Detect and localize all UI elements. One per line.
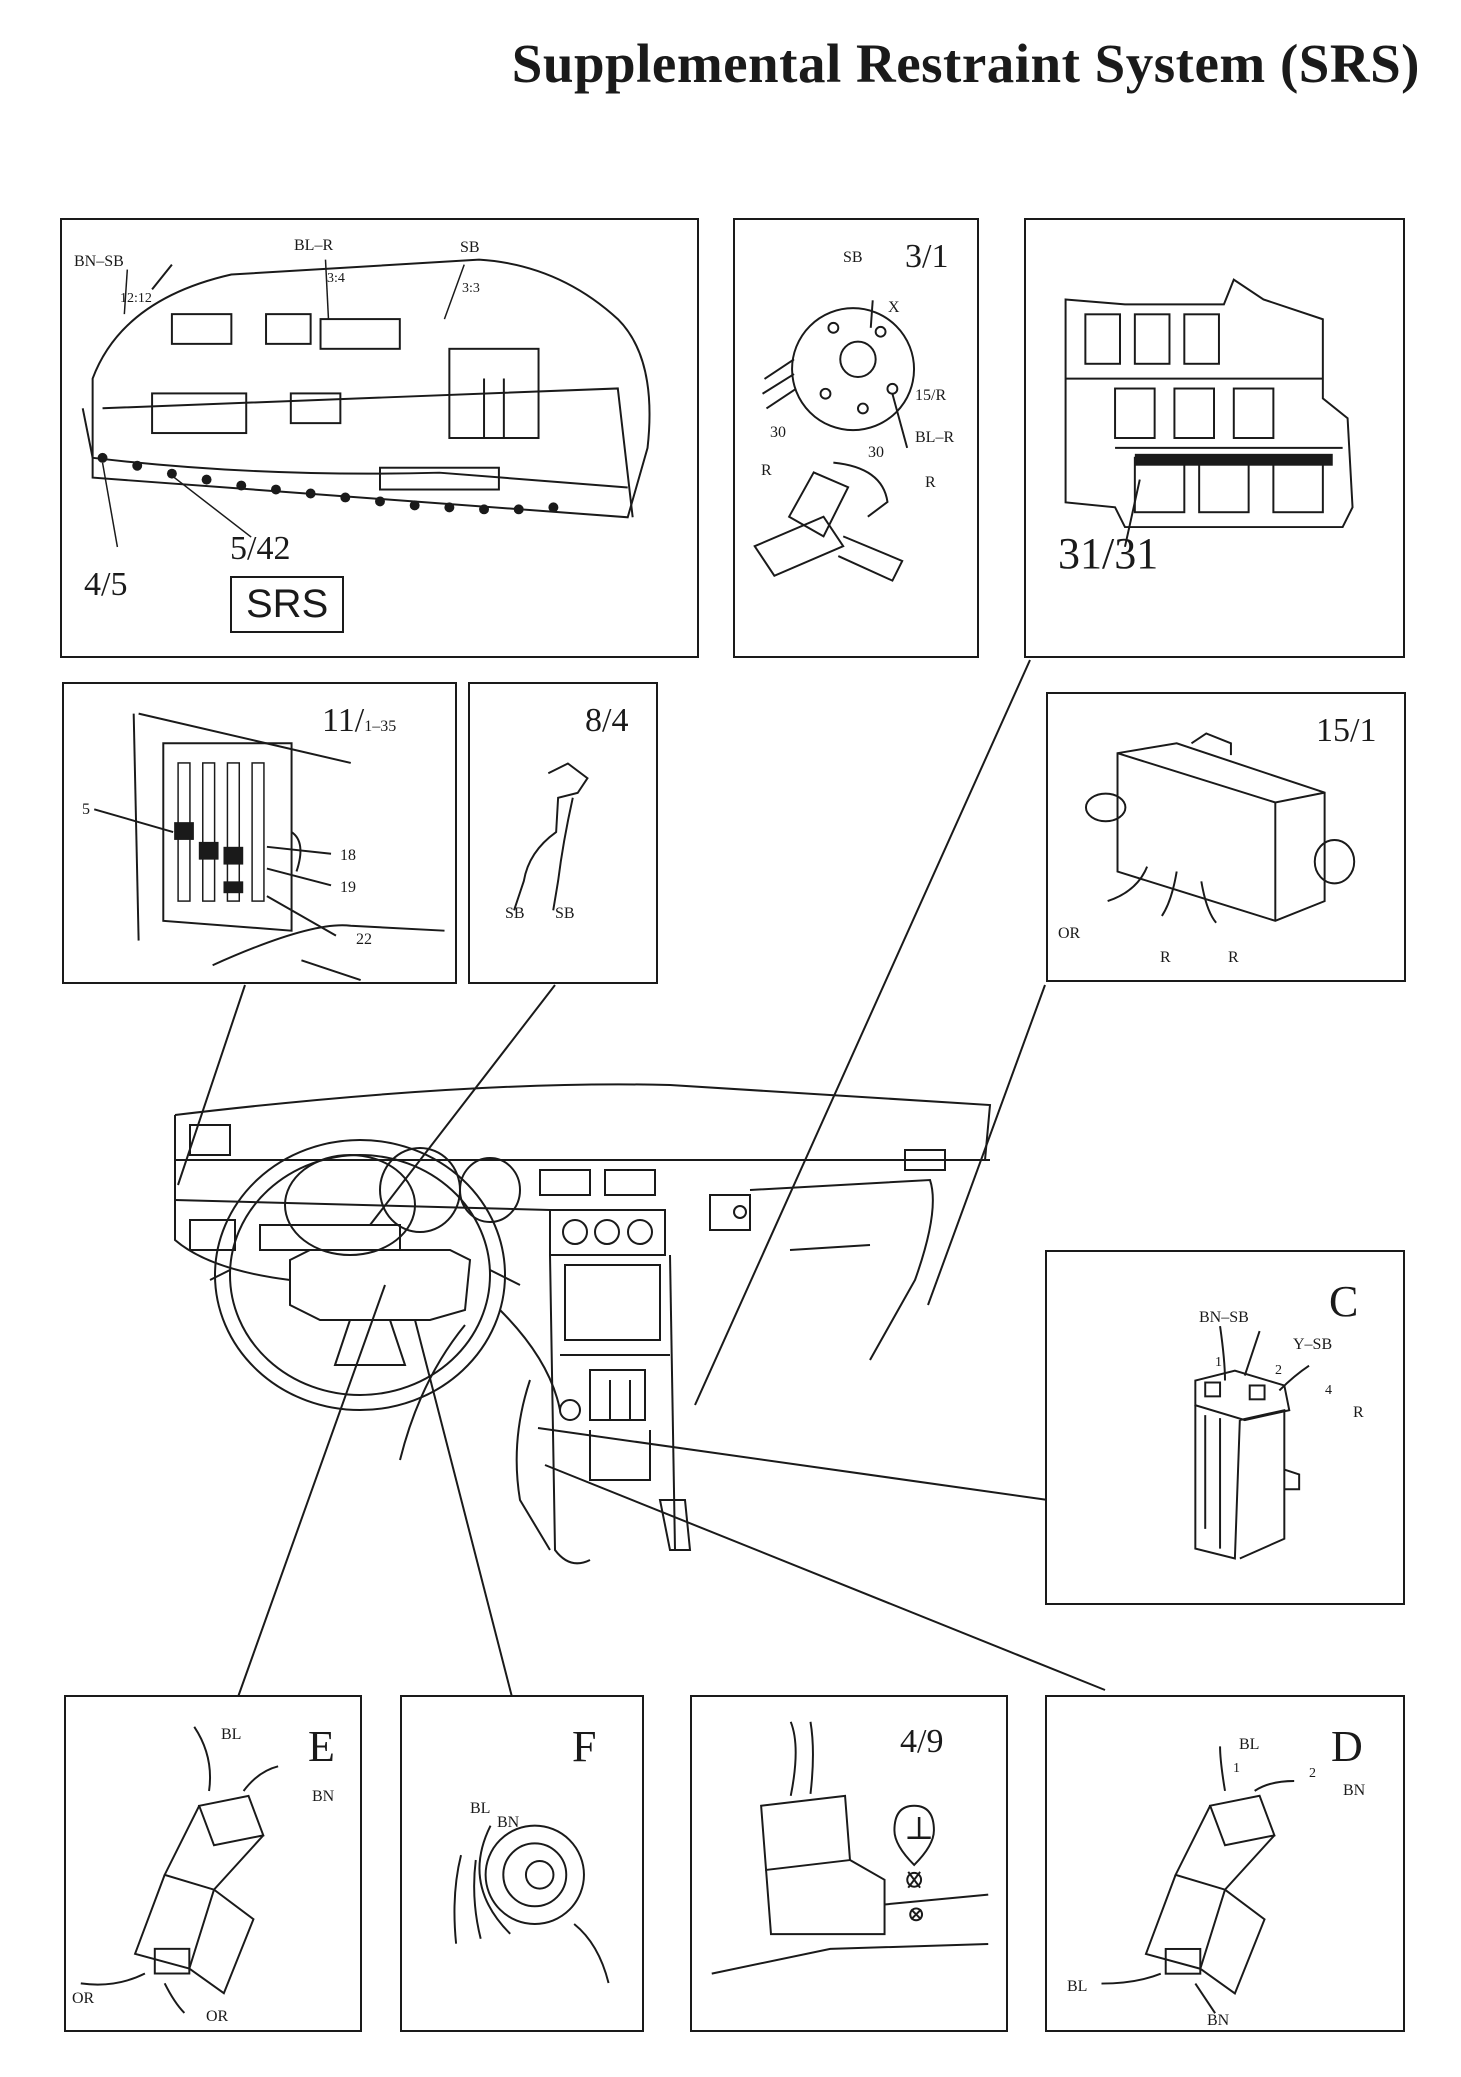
wire-label-bl-r: BL–R [294,237,334,254]
pin-label-2: 2 [1275,1363,1282,1378]
fuse-label-5: 5 [82,801,90,818]
ground-symbol-icon: ⊥ [904,1810,935,1846]
wire-label-bl: BL [470,1800,491,1817]
panel-connector-c: C BN–SB Y–SB R 1 2 4 [1045,1250,1405,1605]
fuse-box-id: 11/ [322,702,365,739]
panel-relay-board: 31/31 [1024,218,1405,658]
srs-control-unit-drawing [1084,732,1356,924]
wire-label-30-right: 30 [868,444,884,461]
component-id-11: 11/1–35 [322,704,396,738]
wire-label-or: OR [1058,925,1081,942]
connector-label-4-5: 4/5 [84,566,128,603]
connector-id-c: C [1329,1277,1359,1326]
wire-label-r: R [1353,1404,1364,1421]
wire-label-bl-r: BL–R [915,429,955,446]
dashboard-illustration [174,1083,992,1565]
wire-label-r-right: R [925,474,936,491]
connector-f-drawing [453,1824,610,1984]
connector-e-drawing [80,1726,279,2014]
instrument-cluster-drawing [81,258,651,548]
wire-label-30-left: 30 [770,424,786,441]
panel-ignition-switch: 3/1 SB X 15/R BL–R 30 R 30 R [733,218,979,658]
wire-label-or-bottom: OR [206,2008,229,2025]
wire-label-bn-top: BN [1343,1782,1366,1799]
wire-label-bn-bottom: BN [1207,2012,1230,2029]
component-id-15-1: 15/1 [1316,712,1377,749]
ground-point-drawing [711,1721,989,1975]
wire-label-bn: BN [312,1788,335,1805]
wire-label-sb-left: SB [505,905,525,922]
wire-label-sb: SB [460,239,480,256]
fuse-box-drawing [93,712,445,981]
wire-label-bl-bottom: BL [1067,1978,1088,1995]
wire-label-bl-top: BL [1239,1736,1260,1753]
component-id-4-9: 4/9 [900,1723,944,1760]
wire-label-bn-sb: BN–SB [74,253,124,270]
wire-label-r-left: R [1160,949,1171,966]
wire-label-15-r: 15/R [915,387,947,404]
connector-label-5-42: 5/42 [230,530,291,567]
panel-fuse-box: 11/1–35 5 18 19 22 [62,682,457,984]
panel-srs-control-unit: 15/1 OR R R [1046,692,1406,982]
pin-label-2: 2 [1309,1766,1316,1781]
connector-c-drawing [1194,1326,1310,1560]
wire-label-x: X [888,299,900,316]
pin-label-4: 4 [1325,1383,1332,1398]
wire-label-y-sb: Y–SB [1293,1336,1333,1353]
pin-label-3-4: 3:4 [327,271,345,286]
panel-steering-contact: 8/4 SB SB [468,682,658,984]
page-title: Supplemental Restraint System (SRS) [511,33,1420,94]
connector-id-d: D [1331,1722,1363,1771]
panel-ground-point: 4/9 ⊥ [690,1695,1008,2032]
panel-connector-d: D BL BN BL BN 1 2 [1045,1695,1405,2032]
fuse-label-22: 22 [356,931,372,948]
component-id-3-1: 3/1 [905,238,949,275]
wire-label-r-right: R [1228,949,1239,966]
fuse-range: 1–35 [364,718,397,735]
pin-label-1: 1 [1215,1355,1222,1370]
fuse-label-18: 18 [340,847,356,864]
wire-label-bn-sb: BN–SB [1199,1309,1249,1326]
wire-label-bn: BN [497,1814,520,1831]
fuse-label-19: 19 [340,879,356,896]
component-id-8-4: 8/4 [585,702,629,739]
wire-label-r-left: R [761,462,772,479]
component-id-31-31: 31/31 [1058,529,1159,578]
connector-d-drawing [1101,1746,1295,2014]
wire-label-sb: SB [843,249,863,266]
panel-instrument-cluster: BN–SB BL–R SB 12:12 3:4 3:3 4/5 5/42 SRS [60,218,699,658]
ignition-switch-drawing [753,300,916,582]
connector-id-e: E [308,1722,335,1771]
wire-label-sb-right: SB [555,905,575,922]
wire-label-bl: BL [221,1726,242,1743]
pin-label-1: 1 [1233,1761,1240,1776]
connector-id-f: F [572,1722,597,1771]
steering-contact-drawing [513,762,589,911]
panel-connector-f: F BL BN [400,1695,644,2032]
panel-connector-e: E BL BN OR OR [64,1695,362,2032]
srs-tag: SRS [230,576,345,633]
relay-board-drawing [1064,278,1354,548]
pin-label-12-12: 12:12 [120,291,152,306]
pin-label-3-3: 3:3 [462,281,480,296]
wire-label-or-left: OR [72,1990,95,2007]
